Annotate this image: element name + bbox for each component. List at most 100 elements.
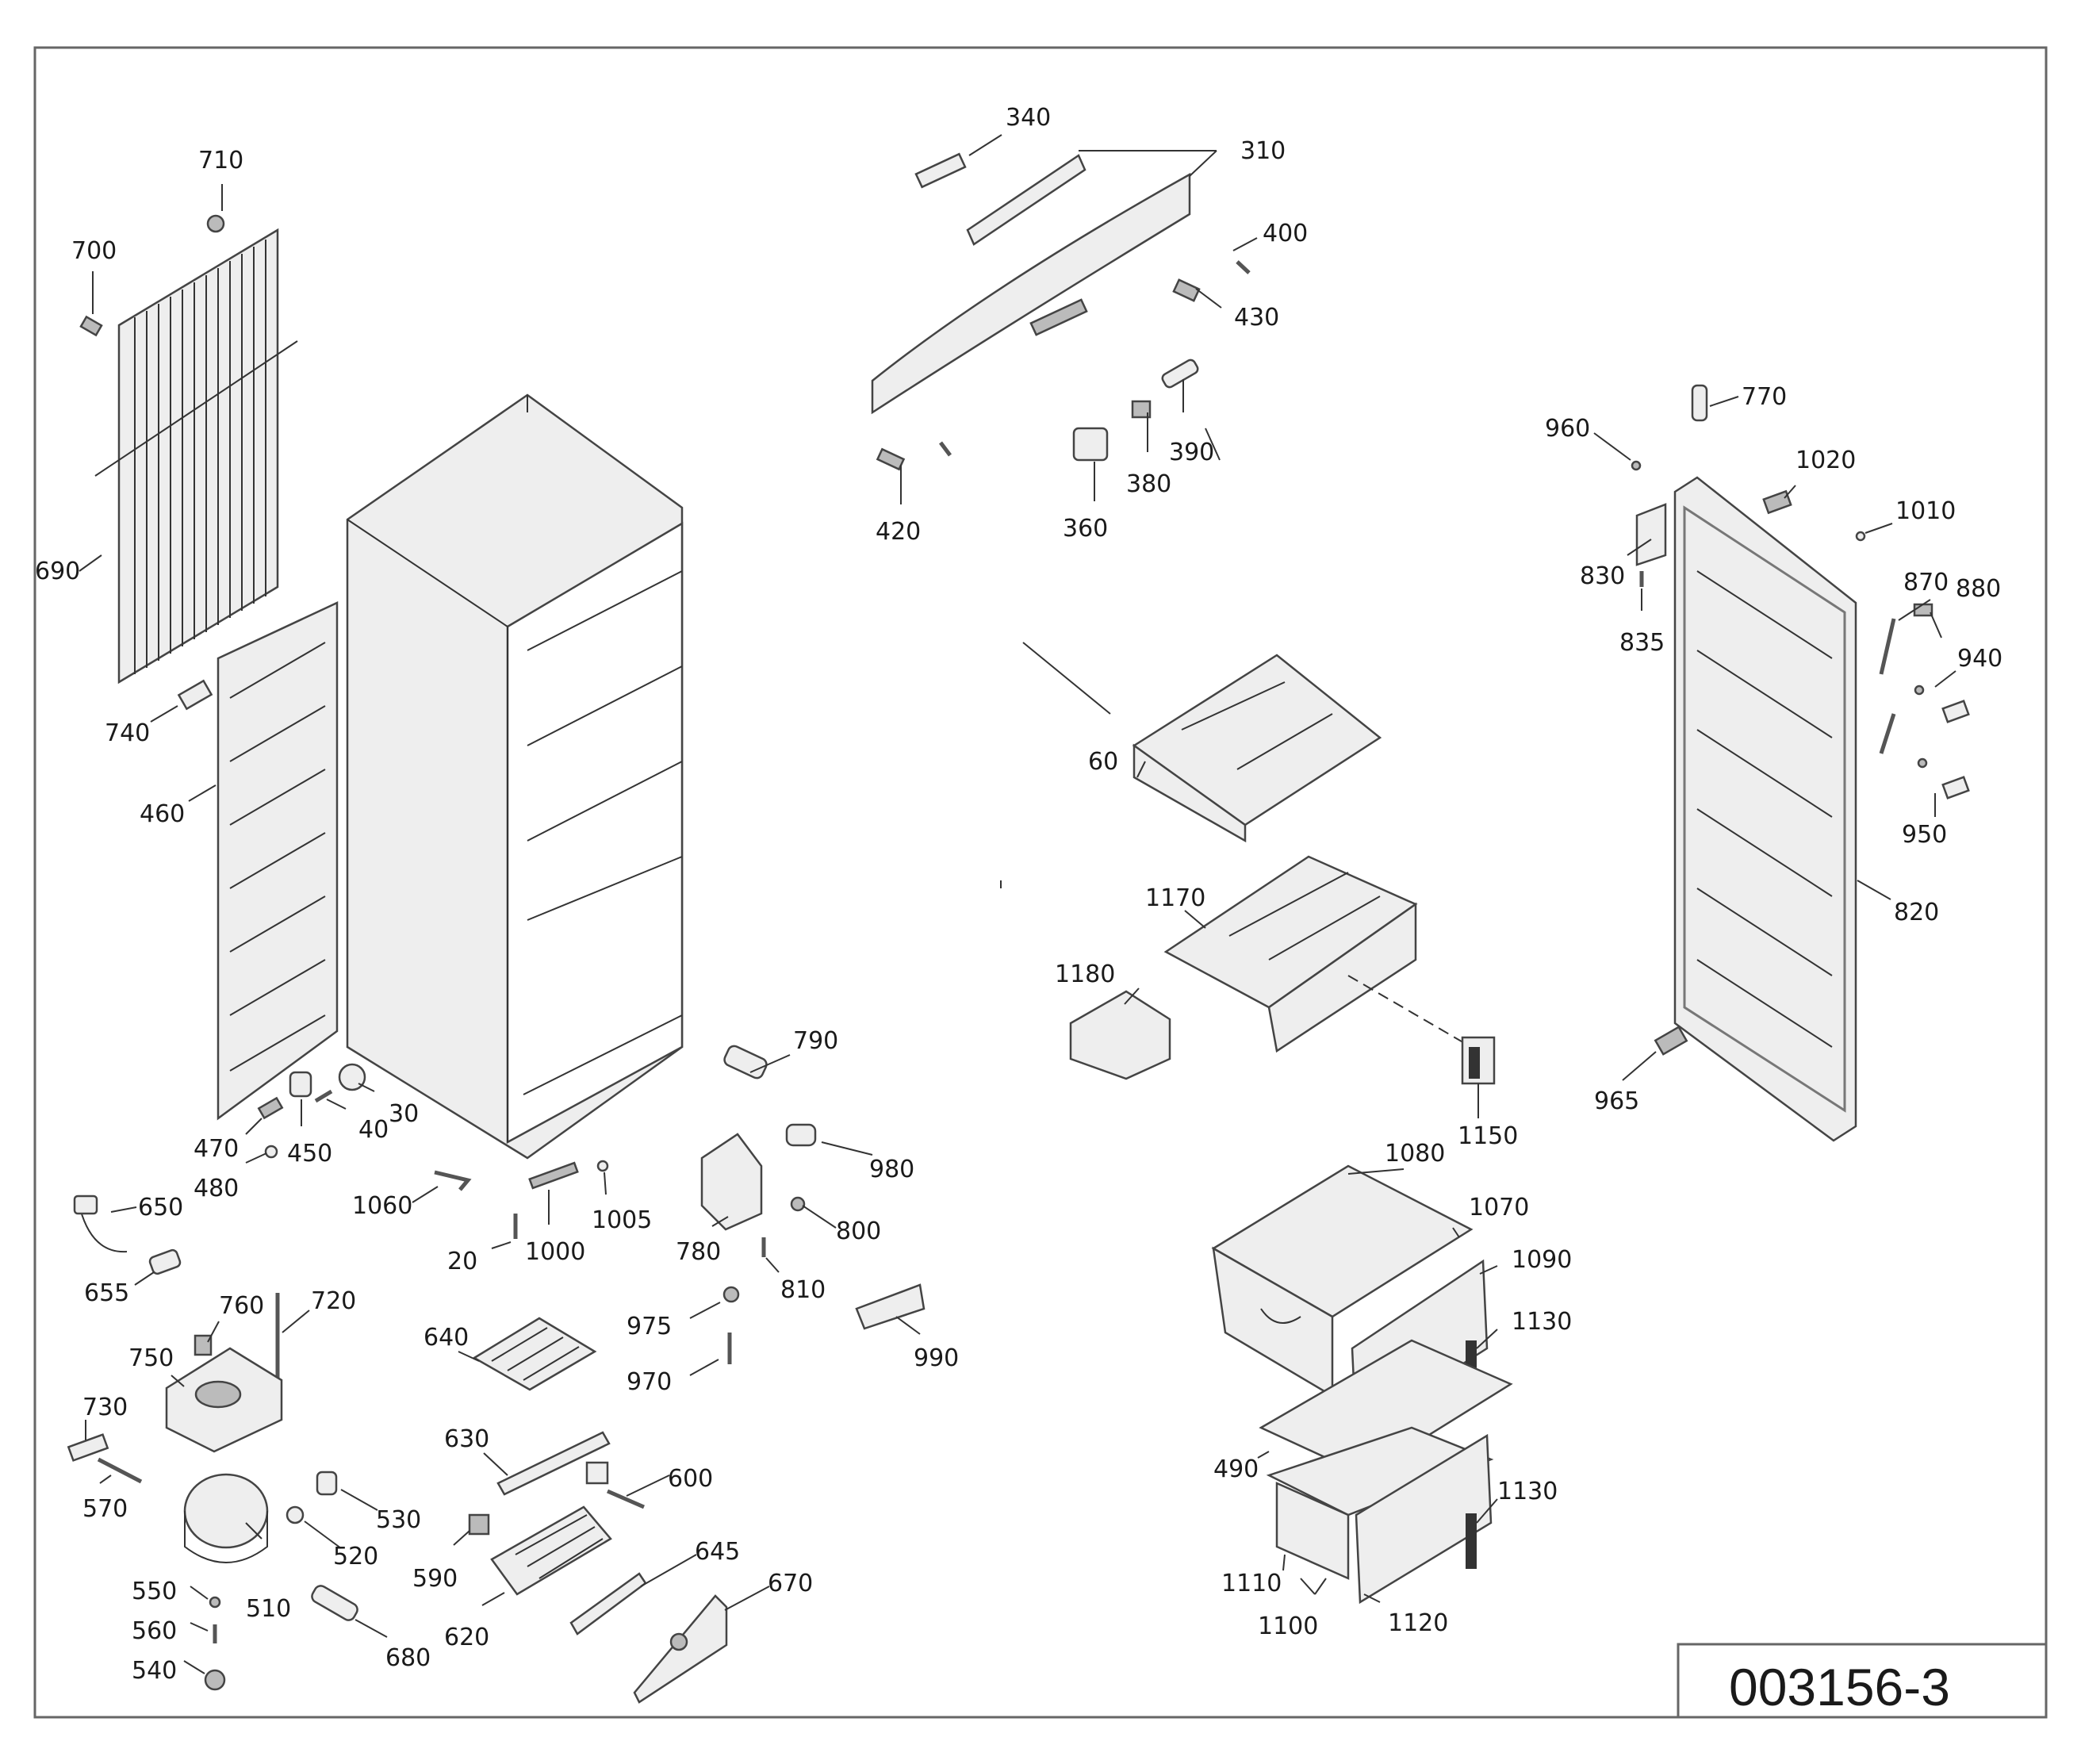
part-360 bbox=[1072, 427, 1109, 462]
part-550 bbox=[209, 1596, 221, 1609]
part-1060 bbox=[434, 1170, 472, 1191]
part-1000 bbox=[528, 1161, 579, 1190]
label-710: 710 bbox=[198, 147, 243, 174]
label-1130-upper: 1130 bbox=[1512, 1308, 1572, 1336]
label-980: 980 bbox=[869, 1156, 914, 1183]
label-670: 670 bbox=[768, 1570, 813, 1597]
part-620 bbox=[490, 1505, 612, 1596]
label-590: 590 bbox=[412, 1565, 458, 1593]
part-800 bbox=[790, 1196, 806, 1212]
label-730: 730 bbox=[82, 1394, 128, 1421]
part-710 bbox=[206, 214, 225, 233]
part-labels: 340 310 400 430 390 380 360 420 710 700 … bbox=[35, 104, 2002, 1685]
label-770: 770 bbox=[1742, 383, 1787, 411]
label-40: 40 bbox=[358, 1116, 389, 1144]
label-380: 380 bbox=[1126, 470, 1171, 498]
label-940: 940 bbox=[1957, 645, 2002, 673]
part-540 bbox=[204, 1669, 226, 1691]
label-960: 960 bbox=[1545, 415, 1590, 443]
part-400 bbox=[1236, 260, 1251, 274]
label-1100: 1100 bbox=[1258, 1613, 1318, 1640]
part-940 bbox=[1914, 685, 1970, 723]
part-470 bbox=[257, 1096, 284, 1120]
part-530 bbox=[316, 1471, 338, 1496]
label-830: 830 bbox=[1580, 562, 1625, 590]
label-600: 600 bbox=[668, 1465, 713, 1493]
label-970: 970 bbox=[627, 1368, 672, 1396]
label-20: 20 bbox=[447, 1248, 477, 1275]
part-480 bbox=[264, 1145, 278, 1159]
label-530: 530 bbox=[376, 1506, 421, 1534]
label-640: 640 bbox=[423, 1324, 469, 1352]
part-380 bbox=[1131, 400, 1152, 419]
label-990: 990 bbox=[914, 1344, 959, 1372]
label-760: 760 bbox=[219, 1292, 264, 1320]
part-430 bbox=[1172, 278, 1201, 302]
part-770 bbox=[1691, 384, 1708, 422]
part-990 bbox=[855, 1283, 926, 1330]
label-1170: 1170 bbox=[1145, 884, 1205, 912]
label-950: 950 bbox=[1902, 821, 1947, 849]
part-1020 bbox=[1762, 489, 1792, 515]
label-1120: 1120 bbox=[1388, 1609, 1448, 1637]
part-680 bbox=[311, 1585, 358, 1621]
label-550: 550 bbox=[132, 1578, 177, 1605]
label-1060: 1060 bbox=[352, 1192, 412, 1220]
part-450 bbox=[289, 1071, 312, 1098]
part-650-power-cord bbox=[73, 1195, 128, 1253]
label-975: 975 bbox=[627, 1313, 672, 1340]
part-1120-drawer-front bbox=[1355, 1433, 1493, 1605]
label-390: 390 bbox=[1169, 439, 1214, 466]
label-1000: 1000 bbox=[525, 1238, 585, 1266]
part-670 bbox=[633, 1594, 728, 1704]
part-1170-shelf bbox=[1163, 855, 1472, 1053]
part-30 bbox=[338, 1063, 366, 1091]
part-730 bbox=[67, 1433, 109, 1462]
label-420: 420 bbox=[876, 518, 921, 546]
part-1150 bbox=[1461, 1036, 1496, 1085]
cabinet bbox=[346, 393, 684, 1160]
label-1150: 1150 bbox=[1458, 1122, 1518, 1150]
part-390 bbox=[1161, 359, 1199, 389]
label-1130-lower: 1130 bbox=[1497, 1478, 1558, 1505]
label-570: 570 bbox=[82, 1495, 128, 1523]
part-570 bbox=[97, 1457, 143, 1484]
label-360: 360 bbox=[1063, 515, 1108, 543]
label-540: 540 bbox=[132, 1657, 177, 1685]
part-510-compressor bbox=[183, 1473, 269, 1563]
label-1005: 1005 bbox=[592, 1206, 652, 1234]
label-1090: 1090 bbox=[1512, 1246, 1572, 1274]
part-520 bbox=[286, 1505, 305, 1524]
label-470: 470 bbox=[194, 1135, 239, 1163]
label-810: 810 bbox=[780, 1276, 826, 1304]
part-1010 bbox=[1855, 531, 1866, 542]
label-430: 430 bbox=[1234, 304, 1279, 332]
part-460-back-panel bbox=[217, 601, 339, 1121]
label-1080: 1080 bbox=[1385, 1140, 1445, 1168]
label-790: 790 bbox=[793, 1027, 838, 1055]
part-980 bbox=[785, 1123, 817, 1147]
label-870: 870 bbox=[1903, 569, 1949, 596]
part-60-ice-tray-assembly bbox=[1022, 642, 1382, 843]
label-740: 740 bbox=[105, 719, 150, 747]
part-780-hinge bbox=[700, 1133, 763, 1231]
label-520: 520 bbox=[333, 1543, 378, 1570]
label-1010: 1010 bbox=[1895, 497, 1956, 525]
label-630: 630 bbox=[444, 1425, 489, 1453]
label-1110: 1110 bbox=[1221, 1570, 1282, 1597]
part-1130-stripe-lower bbox=[1466, 1513, 1477, 1569]
label-30: 30 bbox=[389, 1100, 419, 1128]
part-830 bbox=[1635, 503, 1667, 566]
label-700: 700 bbox=[71, 237, 117, 265]
label-880: 880 bbox=[1956, 575, 2001, 603]
label-1070: 1070 bbox=[1469, 1194, 1529, 1221]
part-950 bbox=[1917, 757, 1970, 800]
label-650: 650 bbox=[138, 1194, 183, 1221]
label-655: 655 bbox=[84, 1279, 129, 1307]
label-450: 450 bbox=[287, 1140, 332, 1168]
part-1110-drawer bbox=[1266, 1426, 1494, 1580]
part-740 bbox=[177, 679, 213, 711]
part-975 bbox=[722, 1286, 740, 1303]
label-400: 400 bbox=[1263, 220, 1308, 247]
